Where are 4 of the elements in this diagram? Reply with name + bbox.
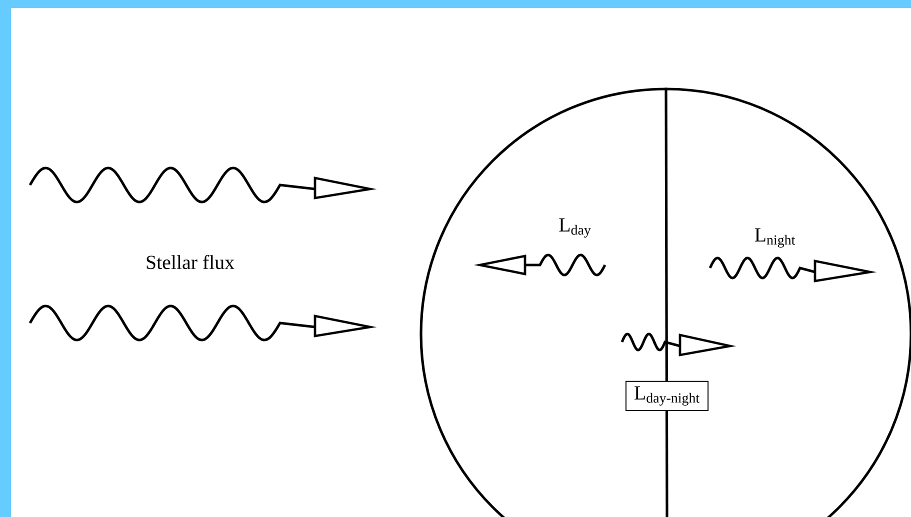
text-label: Stellar flux [146, 254, 234, 270]
text-label: L$_{night}$ [754, 228, 796, 248]
label-box: L$_{day-night}$ [625, 380, 709, 412]
text-label: L$_{day}$ [559, 218, 591, 238]
